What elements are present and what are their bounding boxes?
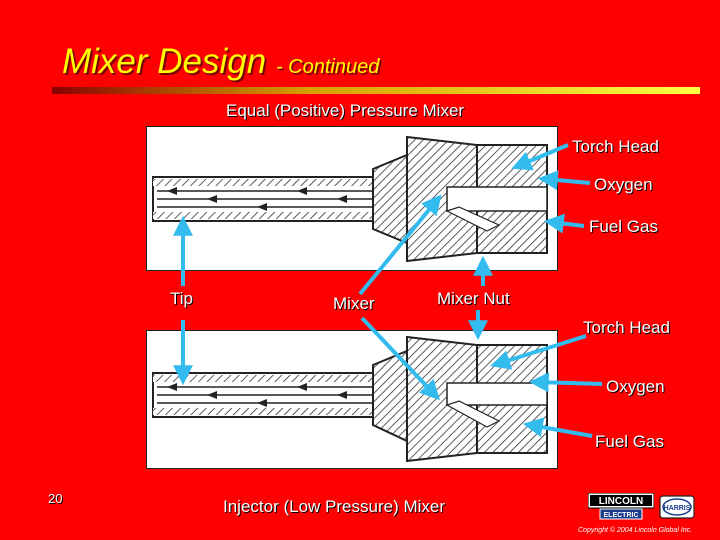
copyright-text: Copyright © 2004 Lincoln Global Inc. [578,527,693,534]
label-mixer: Mixer [333,294,375,313]
lincoln-electric-logo: LINCOLN ELECTRIC [587,492,655,521]
label-tip: Tip [170,289,193,308]
bottom-injector-diagram [146,330,558,469]
top-label-fuel-gas: Fuel Gas [589,217,658,236]
electric-logo-text: ELECTRIC [604,512,639,519]
slide-number: 20 [48,491,63,506]
top-diagram-caption: Equal (Positive) Pressure Mixer [226,101,465,120]
bottom-label-oxygen: Oxygen [606,377,665,396]
lincoln-logo-text: LINCOLN [599,496,643,507]
slide-title: Mixer Design - Continued [62,42,379,82]
top-mixer-diagram [146,126,558,271]
harris-logo-text: HARRIS [664,505,691,512]
bottom-label-fuel-gas: Fuel Gas [595,432,664,451]
bottom-injector-drawing [152,335,548,463]
slide-title-text: Mixer Design [62,42,267,81]
bottom-label-torch-head: Torch Head [583,318,670,337]
top-label-torch-head: Torch Head [572,137,659,156]
top-label-oxygen: Oxygen [594,175,653,194]
slide-subtitle: - Continued [275,56,380,78]
title-underline [52,87,700,94]
harris-logo: HARRIS [659,495,695,519]
bottom-diagram-caption: Injector (Low Pressure) Mixer [223,497,446,516]
label-mixer-nut: Mixer Nut [437,289,510,308]
top-mixer-drawing [152,135,548,263]
